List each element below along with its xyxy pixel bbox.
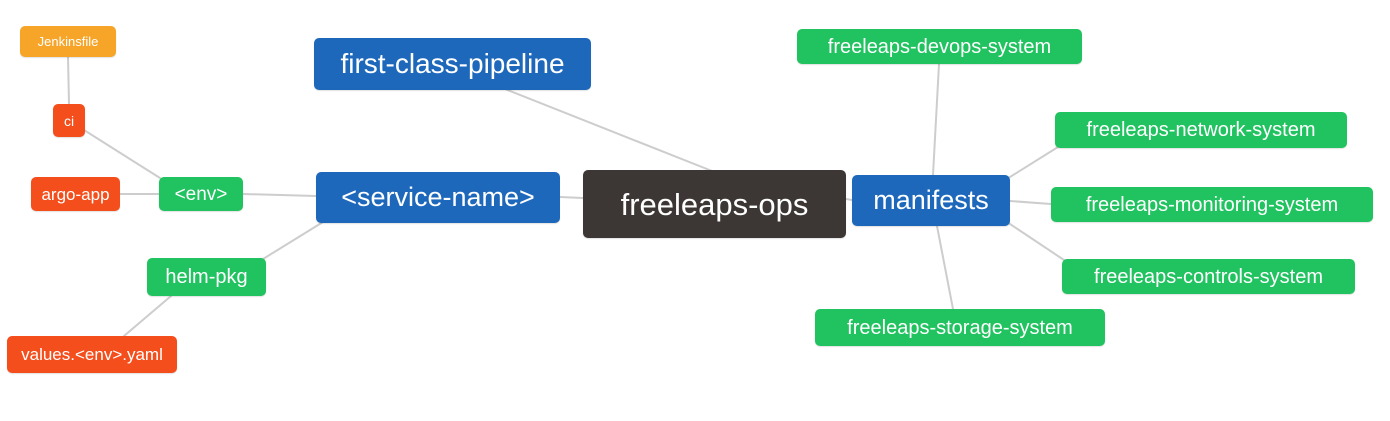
node-first-class-pipeline[interactable]: first-class-pipeline	[314, 38, 591, 90]
node-service-name[interactable]: <service-name>	[316, 172, 560, 223]
edge-env-servicename	[242, 193, 317, 197]
edge-manifests-network	[1009, 146, 1059, 178]
node-jenkinsfile[interactable]: Jenkinsfile	[20, 26, 116, 57]
node-argo-app[interactable]: argo-app	[31, 177, 120, 211]
edge-manifests-devops	[932, 63, 940, 176]
node-freeleaps-ops[interactable]: freeleaps-ops	[583, 170, 846, 238]
edge-servicename-ops	[559, 196, 584, 199]
edge-pipeline-ops	[504, 88, 713, 172]
edge-jenkinsfile-ci	[67, 56, 70, 105]
node-freeleaps-devops-system[interactable]: freeleaps-devops-system	[797, 29, 1082, 64]
node-helm-pkg[interactable]: helm-pkg	[147, 258, 266, 296]
edge-manifests-controls	[1009, 223, 1065, 261]
edge-ci-env	[83, 129, 161, 179]
edge-values-helmpkg	[123, 295, 172, 337]
edge-manifests-monitoring	[1009, 200, 1052, 205]
node-values-env-yaml[interactable]: values.<env>.yaml	[7, 336, 177, 373]
node-freeleaps-monitoring-system[interactable]: freeleaps-monitoring-system	[1051, 187, 1373, 222]
node-freeleaps-network-system[interactable]: freeleaps-network-system	[1055, 112, 1347, 148]
node-freeleaps-storage-system[interactable]: freeleaps-storage-system	[815, 309, 1105, 346]
edge-ops-manifests	[845, 198, 853, 201]
node-env[interactable]: <env>	[159, 177, 243, 211]
node-freeleaps-controls-system[interactable]: freeleaps-controls-system	[1062, 259, 1355, 294]
edge-helmpkg-servicename	[262, 221, 324, 260]
edge-manifests-storage	[936, 225, 954, 310]
node-ci[interactable]: ci	[53, 104, 85, 137]
node-manifests[interactable]: manifests	[852, 175, 1010, 226]
